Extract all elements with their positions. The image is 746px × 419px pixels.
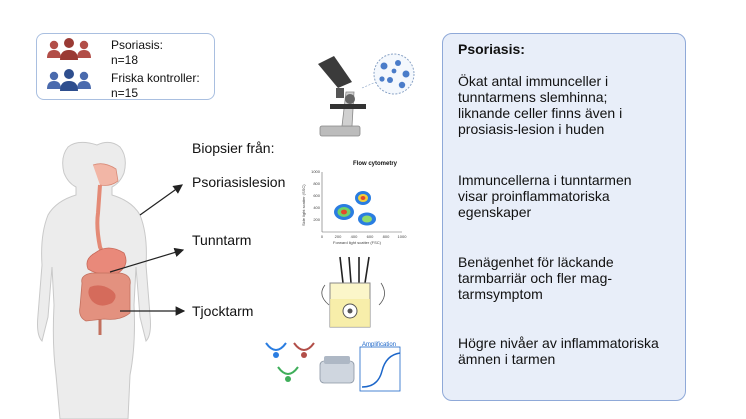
flow-ylabel: Side light scatter (SSC)	[301, 184, 306, 226]
biopsy-site-colon: Tjocktarm	[192, 303, 254, 319]
finding-3-line-2: tarmbarriär och fler mag-	[458, 270, 613, 286]
finding-2-line-2: visar proinflammatoriska	[458, 188, 610, 204]
finding-1-line-2: tunntarmens slemhinna;	[458, 89, 608, 105]
biopsy-arrows	[109, 184, 186, 316]
pcr-amplification-label: Amplification	[362, 342, 397, 348]
population-2	[355, 191, 371, 205]
controls-label: Friska kontroller:	[111, 71, 200, 85]
controls-count: n=15	[111, 86, 139, 100]
microscope-icon	[318, 53, 415, 137]
finding-2: Immuncellerna i tunntarmen visar proinfl…	[458, 172, 684, 220]
group-icons	[47, 38, 91, 91]
flow-ytick: 400	[313, 205, 320, 210]
flow-ytick: 800	[313, 181, 320, 186]
finding-1-line-1: Ökat antal immunceller i	[458, 73, 609, 89]
controls-group-icon	[47, 69, 91, 91]
flow-xtick: 600	[367, 234, 374, 239]
finding-2-line-3: egenskaper	[458, 204, 532, 220]
finding-4-line-2: ämnen i tarmen	[458, 351, 556, 367]
ussing-chamber-icon	[321, 256, 385, 328]
cells-in-view	[379, 60, 410, 89]
flow-xtick: 1000	[398, 234, 407, 239]
biopsy-site-small-intestine: Tunntarm	[192, 232, 252, 248]
psoriasis-label: Psoriasis:	[111, 38, 164, 52]
flow-xtick: 0	[321, 234, 324, 239]
flow-xtick: 400	[351, 234, 358, 239]
flow-cytometry-plot: 0 200 400 600 800 1000 200 400 600 800 1000	[311, 169, 407, 239]
finding-1-line-4: prosiasis-lesion i huden	[458, 121, 605, 137]
flow-ytick: 600	[313, 193, 320, 198]
findings-panel	[442, 33, 686, 401]
finding-3: Benägenhet för läckande tarmbarriär och …	[458, 254, 684, 302]
biopsy-site-skin: Psoriasislesion	[192, 174, 286, 190]
psoriasis-group-icon	[47, 38, 91, 60]
flow-plot-title: Flow cytometry	[353, 161, 398, 167]
arrow-to-small-intestine	[109, 247, 185, 273]
finding-4-line-1: Högre nivåer av inflammatoriska	[458, 335, 659, 351]
pcr-illustration	[265, 342, 401, 392]
finding-1: Ökat antal immunceller i tunntarmens sle…	[458, 73, 684, 137]
human-body-illustration	[37, 141, 151, 419]
finding-4: Högre nivåer av inflammatoriska ämnen i …	[458, 335, 684, 367]
panel-title: Psoriasis:	[458, 41, 525, 57]
flow-ytick: 200	[313, 217, 320, 222]
finding-3-line-3: tarmsymptom	[458, 286, 543, 302]
flow-xtick: 800	[383, 234, 390, 239]
finding-1-line-3: liknande celler finns även i	[458, 105, 623, 121]
arrow-to-skin	[139, 184, 183, 216]
finding-3-line-1: Benägenhet för läckande	[458, 254, 614, 270]
population-1	[334, 204, 354, 220]
population-3	[358, 212, 376, 226]
flow-ytick: 1000	[311, 169, 321, 174]
finding-2-line-1: Immuncellerna i tunntarmen	[458, 172, 632, 188]
biopsy-heading: Biopsier från:	[192, 140, 275, 156]
flow-xtick: 200	[335, 234, 342, 239]
flow-xlabel: Forward light scatter (FSC)	[333, 240, 382, 245]
psoriasis-count: n=18	[111, 53, 139, 67]
